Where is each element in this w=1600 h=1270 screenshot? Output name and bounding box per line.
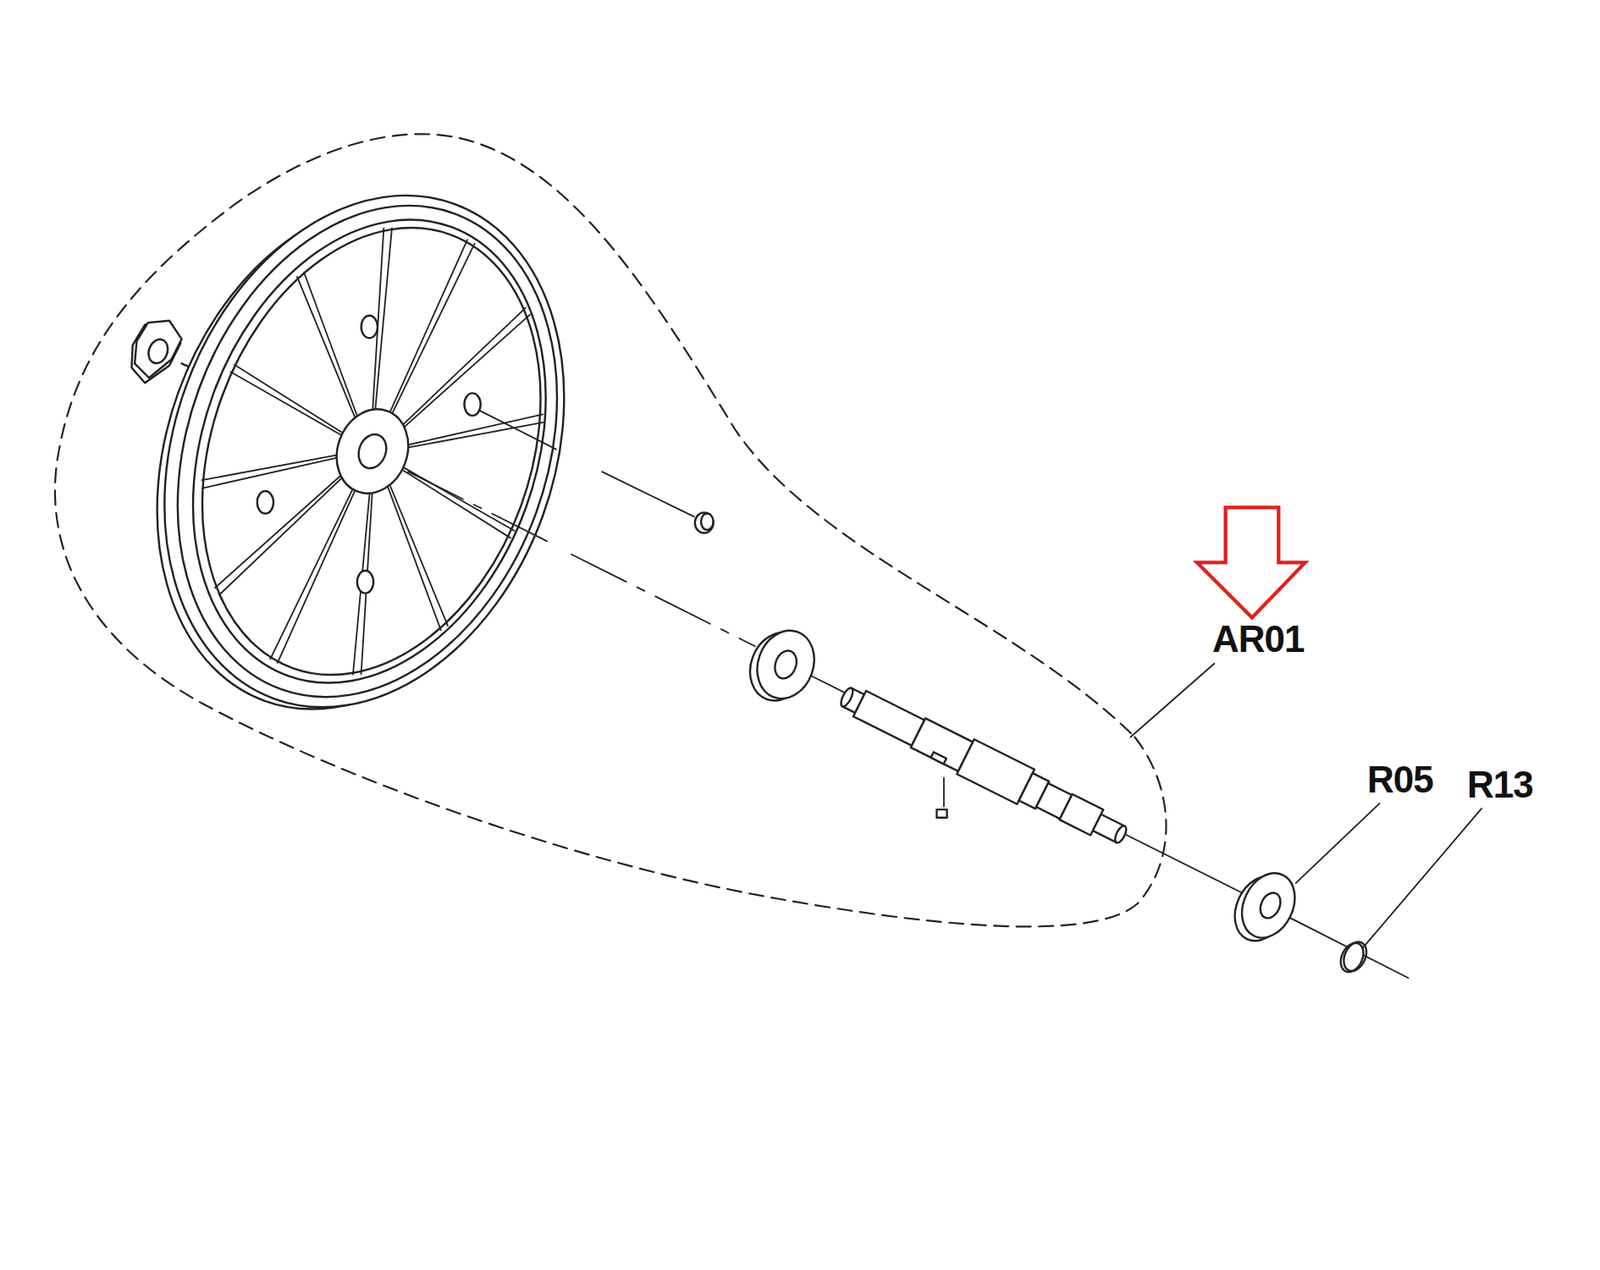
wheel-spoke <box>398 467 511 538</box>
shaft <box>834 678 1133 854</box>
indicator-arrow <box>1197 507 1306 618</box>
wheel-spoke <box>399 465 514 531</box>
axis-line <box>601 471 694 517</box>
wheel-spoke <box>403 422 543 448</box>
leader-line <box>1131 663 1215 738</box>
wheel-spoke <box>386 482 442 631</box>
wheel-spoke <box>230 371 345 437</box>
callout-number: AR01 <box>1212 618 1305 660</box>
wheel-spoke <box>201 454 341 480</box>
wheel-spoke <box>202 457 342 489</box>
wheel-spoke <box>403 413 543 446</box>
wheel-spoke <box>297 276 357 422</box>
wheel-spoke <box>388 480 448 626</box>
wheel-spoke <box>215 472 344 588</box>
washer <box>740 622 824 709</box>
wheel-spoke <box>219 474 346 596</box>
wheel-spoke <box>399 308 526 429</box>
axis-line <box>408 471 552 543</box>
axis-line <box>571 554 756 646</box>
wheel-spoke <box>388 239 468 416</box>
wheel-spoke <box>234 364 347 436</box>
axis-line <box>1287 916 1408 978</box>
callout-number: R05 <box>1367 759 1434 800</box>
pin <box>695 512 714 533</box>
key-line <box>943 777 945 807</box>
wheel-spoke <box>401 314 530 431</box>
wheel-spoke <box>375 227 392 414</box>
spoked-wheel <box>88 138 633 765</box>
leader-line <box>1296 803 1380 883</box>
leader-line <box>1362 808 1482 948</box>
wheel-spoke <box>390 243 475 418</box>
axis-line <box>1126 834 1253 899</box>
assembly-outline <box>55 133 1167 927</box>
wheel-spoke <box>303 272 359 421</box>
wheel-spoke <box>270 485 354 659</box>
washer <box>1224 864 1305 949</box>
wheel-spoke <box>277 486 357 663</box>
axis-line <box>480 410 557 450</box>
key <box>937 809 948 818</box>
callout-number: R13 <box>1467 764 1534 806</box>
